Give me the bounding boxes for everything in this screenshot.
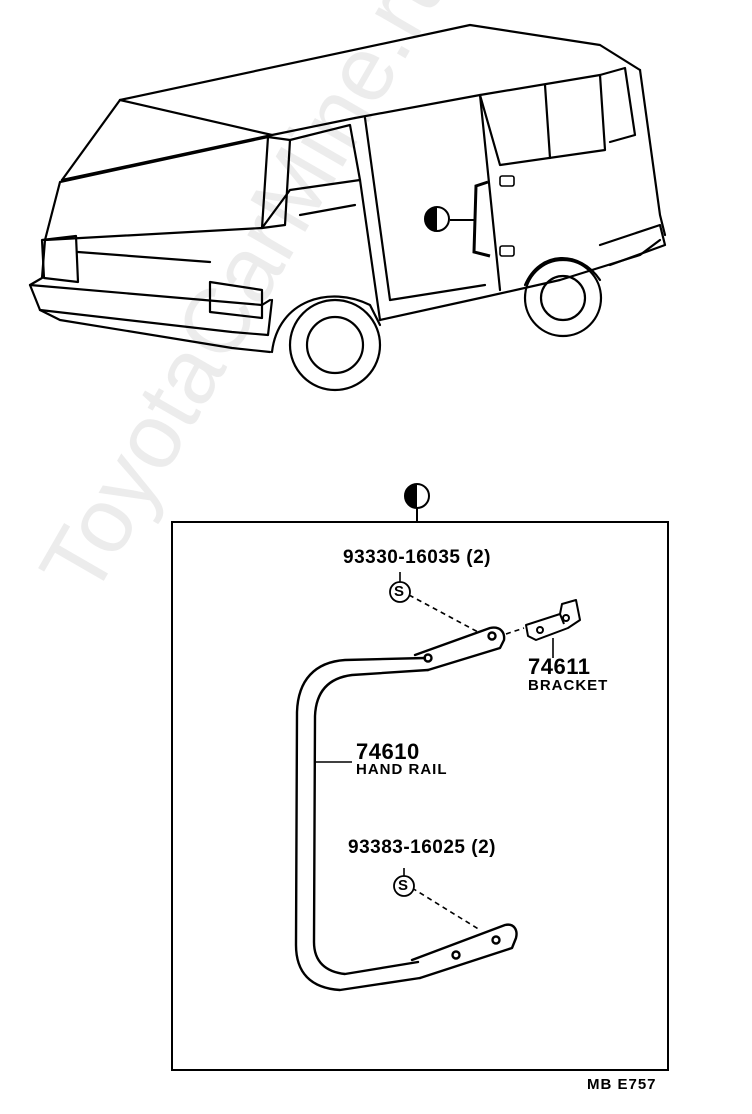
standard-part-symbol: S xyxy=(398,877,409,894)
callout-74610-part-name: HAND RAIL xyxy=(356,761,448,778)
callout-74611-part-number: 74611 xyxy=(528,654,591,679)
standard-part-symbol: S xyxy=(394,583,405,600)
diagram-code: MB E757 xyxy=(587,1076,657,1093)
callout-74610-part-number: 74610 xyxy=(356,739,420,764)
callout-93330-part-number: 93330-16035 (2) xyxy=(343,547,491,568)
callout-74611-part-name: BRACKET xyxy=(528,677,609,694)
callout-93383-part-number: 93383-16025 (2) xyxy=(348,837,496,858)
